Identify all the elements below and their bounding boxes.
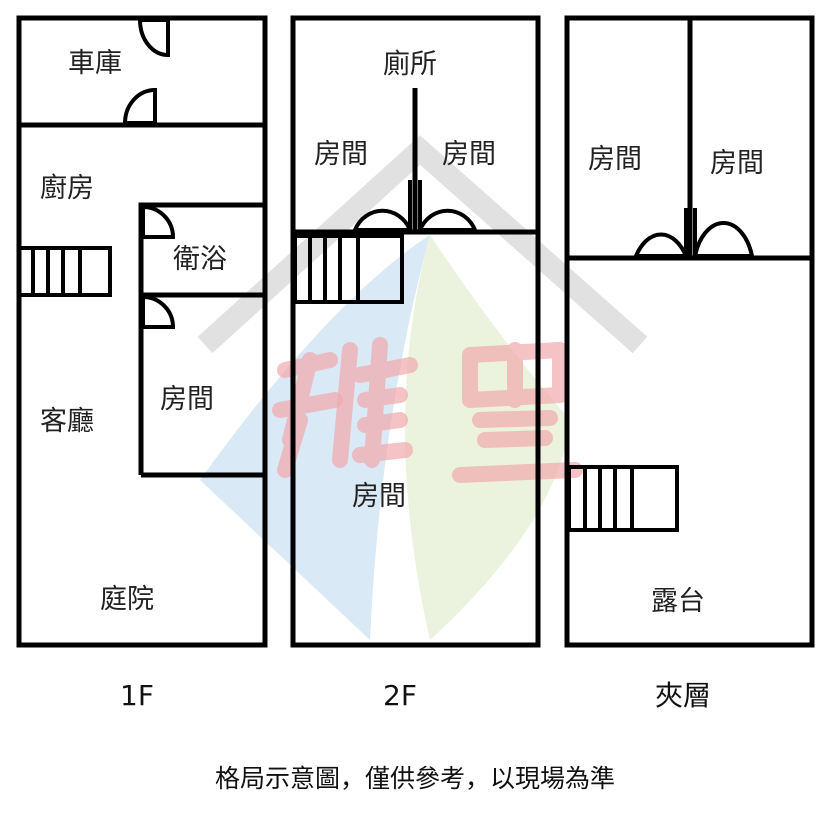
room-garage: 車庫 <box>68 48 122 79</box>
room-bedroom-2f-left: 房間 <box>314 139 368 170</box>
room-terrace: 露台 <box>651 586 705 617</box>
room-courtyard: 庭院 <box>100 584 154 615</box>
room-toilet: 廁所 <box>383 49 437 80</box>
room-bedroom-2f-right: 房間 <box>442 139 496 170</box>
floor-1f-plan <box>16 15 268 648</box>
room-bedroom-mezz-right: 房間 <box>710 148 764 179</box>
watermark-lettering <box>272 337 583 483</box>
room-bedroom-2f-main: 房間 <box>352 481 406 512</box>
floor-label-2f: 2F <box>383 679 417 712</box>
floor-label-mezzanine: 夾層 <box>655 679 711 712</box>
floor-mezzanine-plan <box>564 15 815 648</box>
room-bedroom-1f: 房間 <box>160 384 214 415</box>
room-bathroom: 衛浴 <box>173 244 227 275</box>
floor-label-1f: 1F <box>120 679 154 712</box>
footer-note: 格局示意圖，僅供參考，以現場為準 <box>215 764 615 793</box>
room-kitchen: 廚房 <box>40 173 94 204</box>
room-living: 客廳 <box>40 406 94 437</box>
room-bedroom-mezz-left: 房間 <box>588 144 642 175</box>
floor-2f-plan <box>290 15 541 648</box>
